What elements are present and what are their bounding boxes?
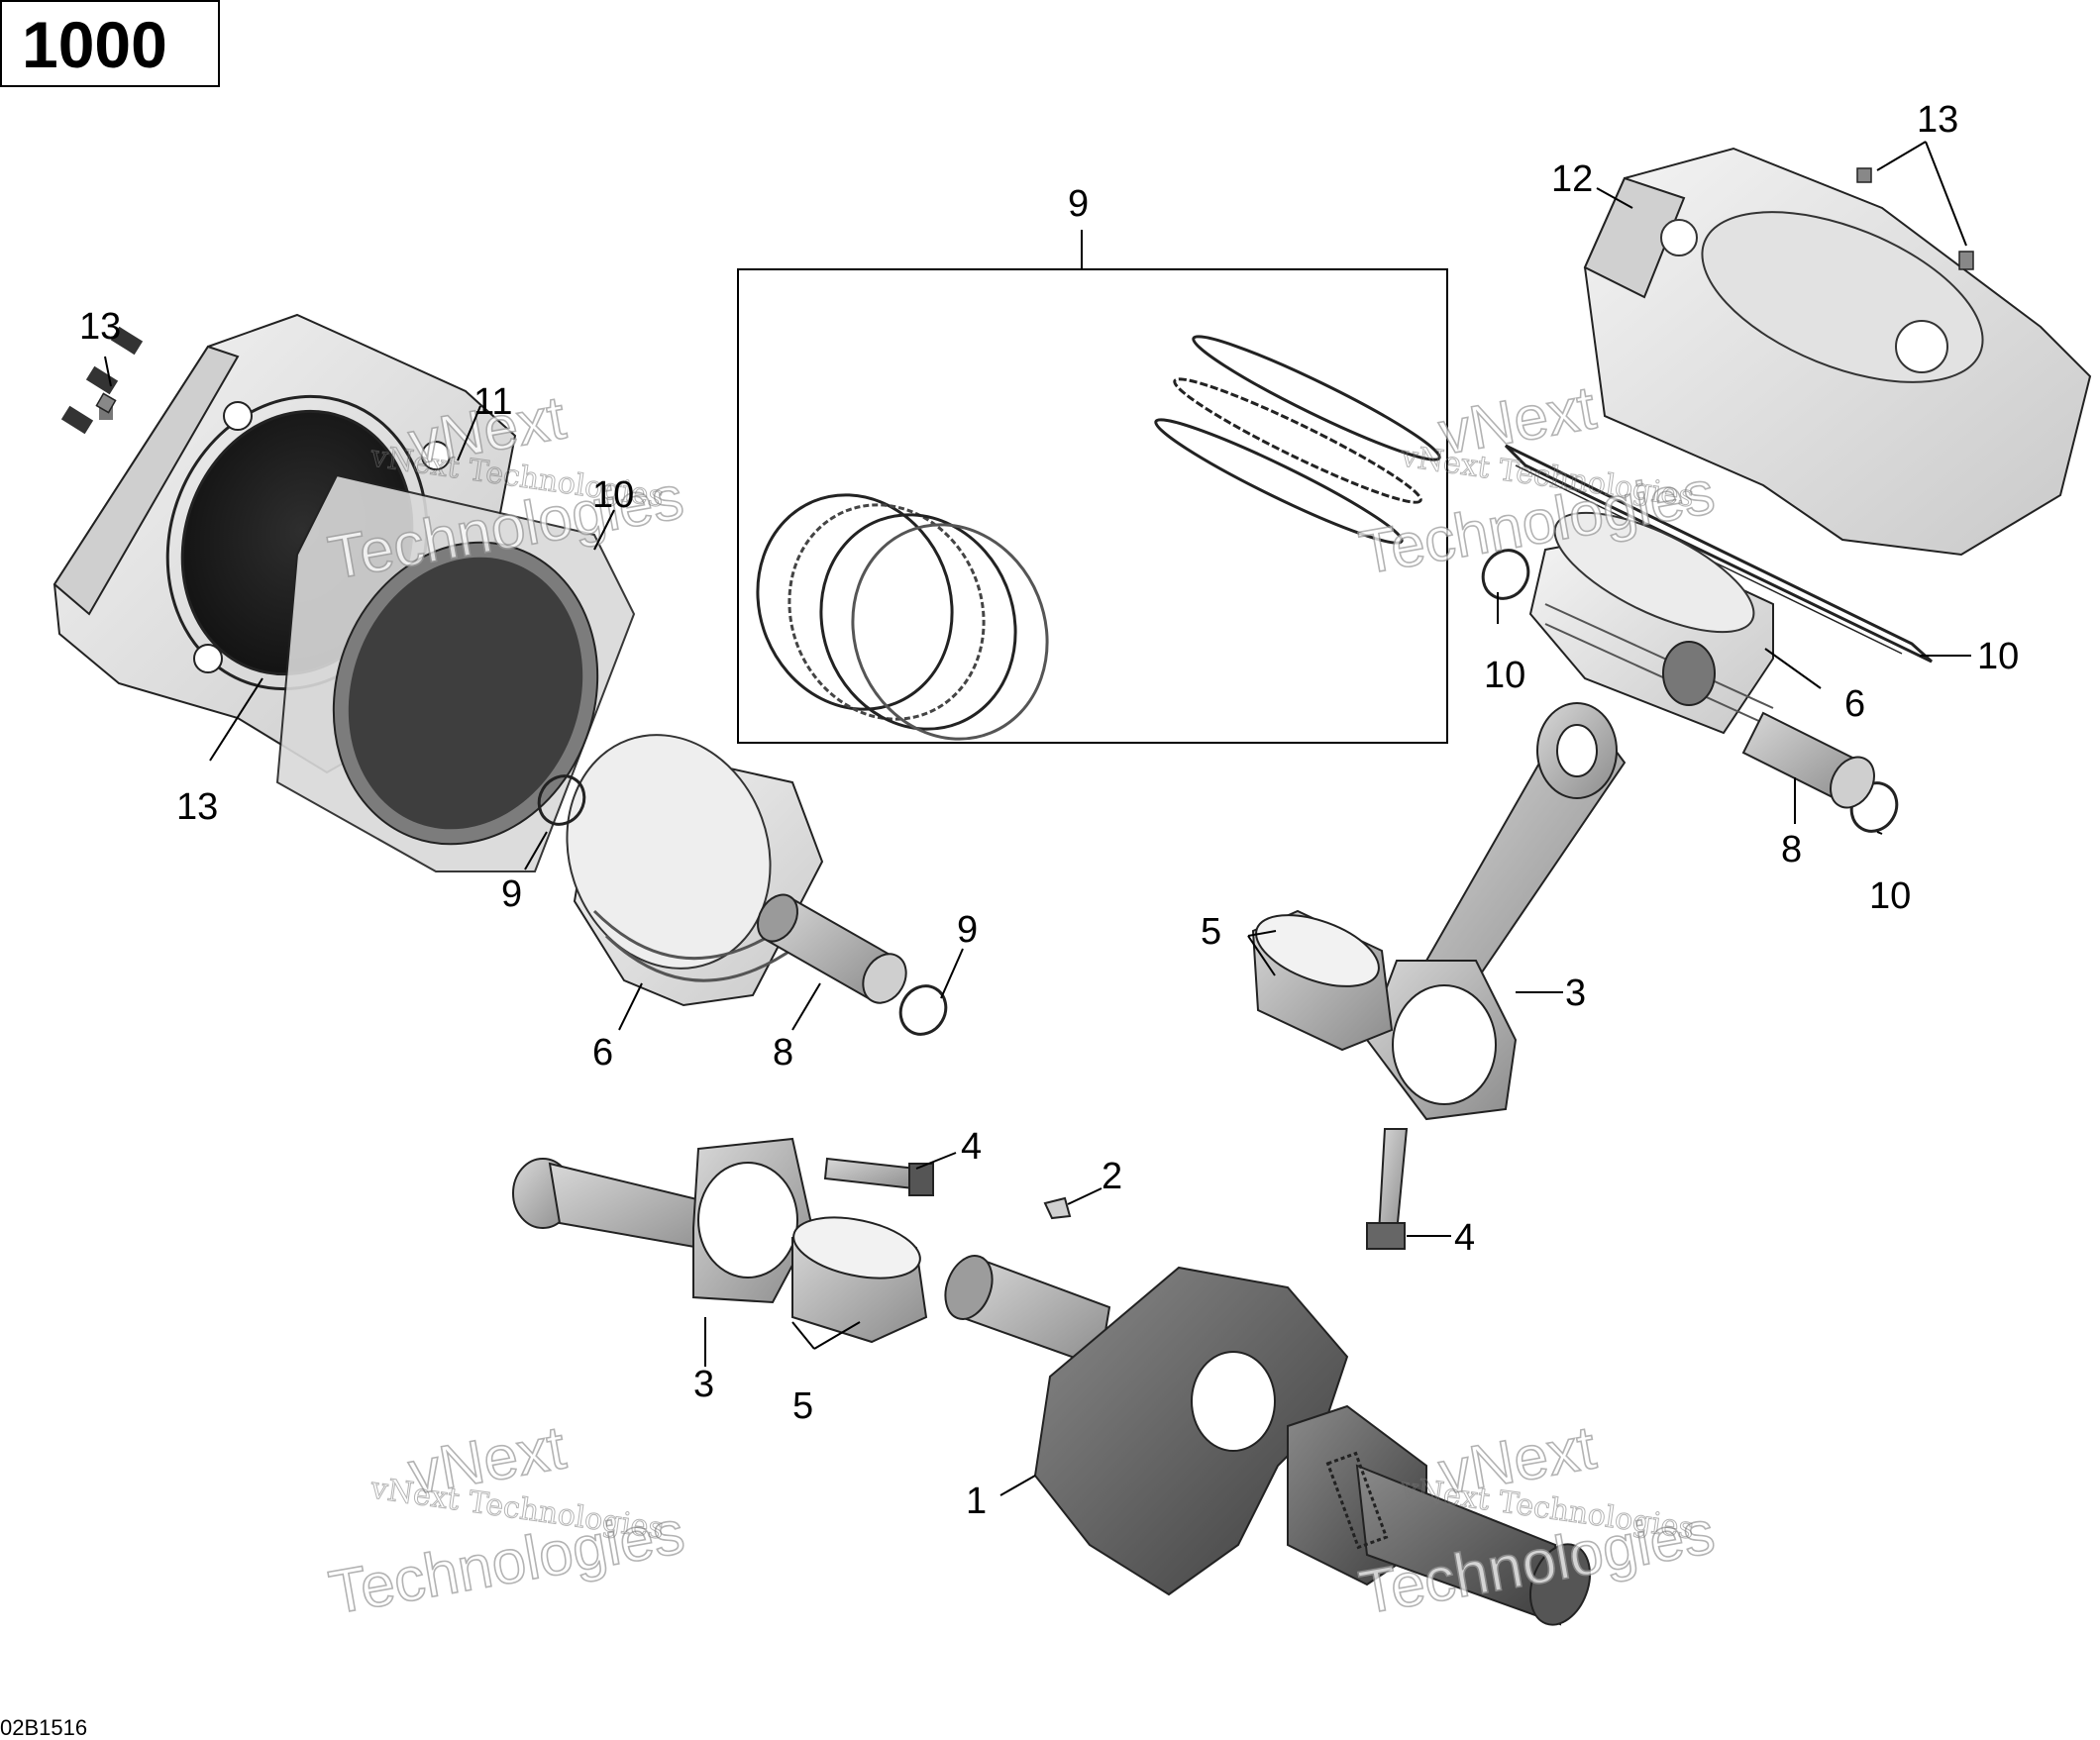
engine-code: 1000 — [22, 8, 167, 81]
rear-piston-pin — [1741, 711, 1875, 809]
callout-5-rear: 5 — [1201, 911, 1221, 953]
front-piston — [566, 734, 824, 1007]
rear-rod-bolt — [1366, 1128, 1409, 1250]
callout-2: 2 — [1102, 1156, 1122, 1197]
front-rod-bolt — [823, 1157, 934, 1196]
callout-3-rear: 3 — [1565, 972, 1586, 1014]
rear-rod-bearing — [1251, 909, 1394, 1052]
callout-labels: 9 13 11 10 13 9 9 6 8 12 13 10 10 6 8 10… — [79, 99, 2019, 1522]
dowel-pin-13-left — [95, 392, 117, 414]
callout-12: 12 — [1551, 158, 1593, 200]
piston-ring-kit-box — [737, 268, 1448, 744]
callout-6-front: 6 — [592, 1032, 613, 1074]
woodruff-key — [1043, 1196, 1072, 1220]
callout-13-left: 13 — [79, 306, 121, 348]
circlip-front-left — [537, 774, 586, 826]
leader-lines — [104, 141, 1971, 1496]
callout-8-front: 8 — [773, 1032, 793, 1074]
callout-13-bottom: 13 — [176, 786, 218, 828]
callout-8-rear: 8 — [1781, 829, 1802, 870]
rear-piston — [1528, 511, 1774, 735]
callout-9-rear-right: 10 — [1869, 875, 1911, 917]
front-rod-bearing — [791, 1216, 928, 1344]
callout-3-front: 3 — [693, 1364, 714, 1405]
callout-4-rear: 4 — [1454, 1217, 1475, 1259]
piston-ring-set-front — [756, 493, 1049, 741]
callout-11: 11 — [473, 381, 512, 423]
circlip-front-right — [898, 984, 948, 1036]
dowel-pin-13-right-a — [1856, 167, 1872, 183]
callout-13-right: 13 — [1917, 99, 1958, 141]
callout-9-front-left: 9 — [501, 873, 522, 915]
front-piston-pin — [757, 893, 907, 1004]
callout-5-front: 5 — [792, 1385, 813, 1427]
front-connecting-rod — [512, 1137, 814, 1304]
callout-10-left: 10 — [592, 474, 634, 516]
callout-7: 9 — [1068, 183, 1089, 225]
callout-1: 1 — [966, 1481, 987, 1522]
callout-9-front-right: 9 — [957, 909, 978, 951]
callout-6-rear: 6 — [1844, 683, 1865, 725]
engine-code-box: 1000 — [0, 0, 220, 87]
piston-ring-set-separated — [1154, 335, 1441, 545]
rear-cylinder — [1583, 147, 2092, 557]
rear-connecting-rod — [1365, 702, 1627, 1121]
circlip-rear-left — [1481, 549, 1530, 600]
callout-10-right: 10 — [1977, 636, 2019, 677]
callout-9-rear-left: 10 — [1484, 655, 1525, 696]
watermark-group: vNext Technologies vNext Technologies vN… — [323, 373, 1721, 1629]
callout-4-front: 4 — [961, 1126, 982, 1168]
drawing-number: 02B1516 — [0, 1715, 87, 1740]
dowel-pin-13-right-b — [1958, 251, 1974, 270]
crankshaft — [944, 1255, 1591, 1626]
front-cylinder-base-gasket — [275, 473, 636, 872]
